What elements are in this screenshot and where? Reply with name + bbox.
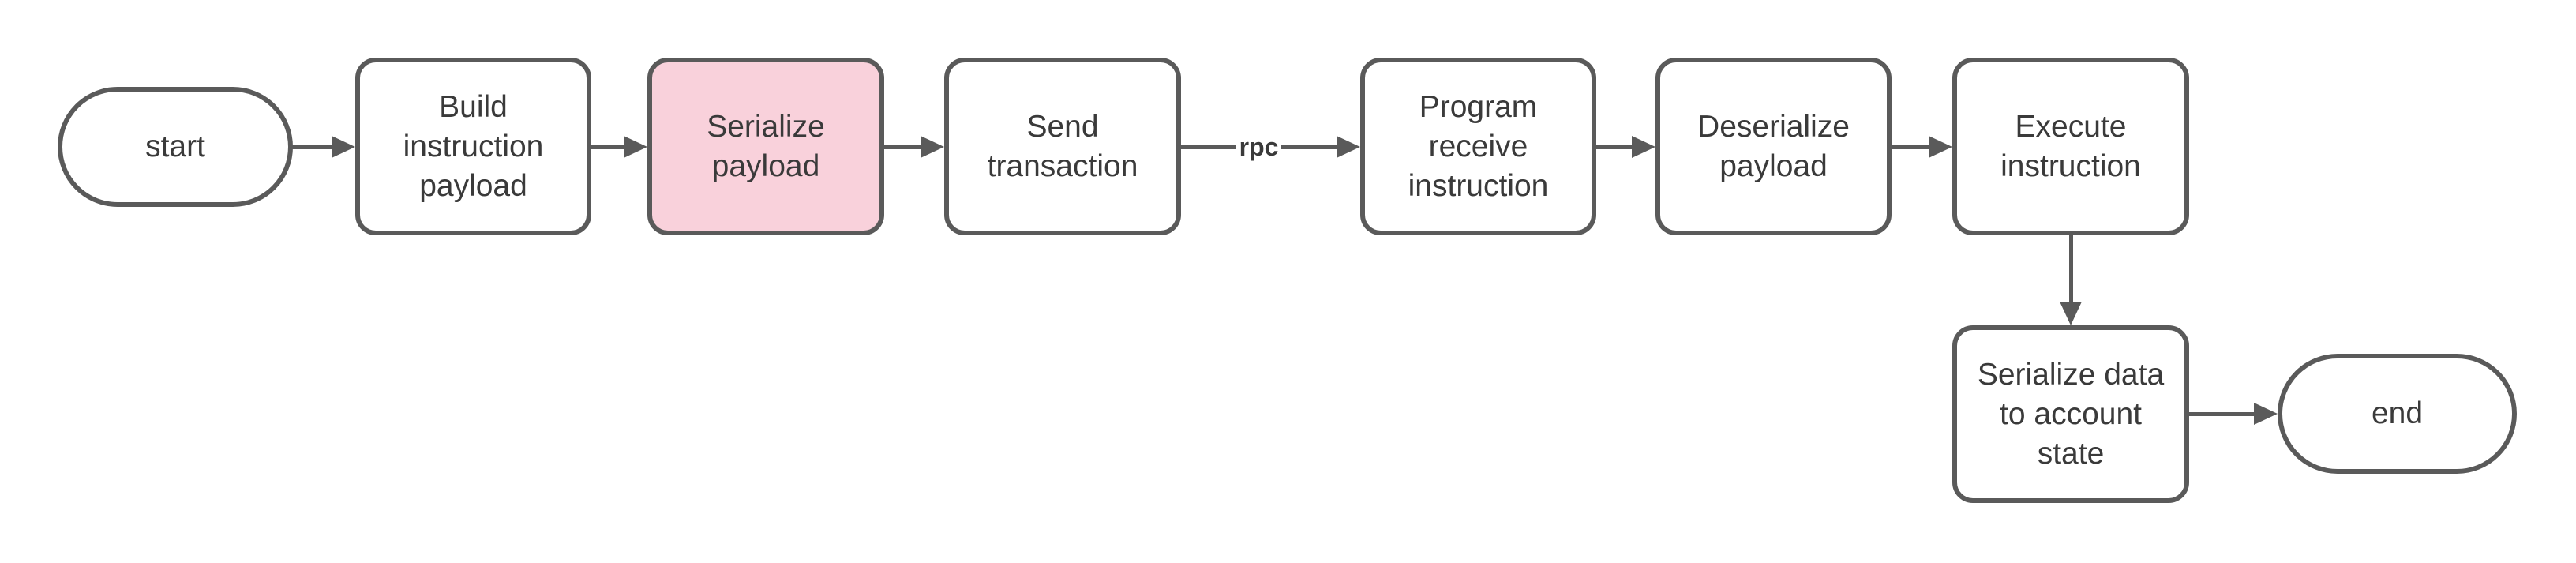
- flow-node-start: start: [58, 87, 293, 207]
- arrowhead-right-icon: [2254, 403, 2278, 425]
- flow-node-program-receive-instruction: Program receive instruction: [1360, 58, 1596, 235]
- flow-node-deserialize-payload: Deserialize payload: [1655, 58, 1892, 235]
- arrowhead-right-icon: [624, 136, 647, 158]
- arrow-line: [1892, 145, 1929, 149]
- arrow-line: [2189, 411, 2254, 416]
- node-label-serialize-payload: Serialize payload: [707, 109, 825, 183]
- node-label-execute-instruction: Execute instruction: [2000, 109, 2141, 183]
- node-label-serialize-data-to-account-state: Serialize data to account state: [1977, 357, 2165, 471]
- arrow-deserialize-to-execute: [1892, 135, 1952, 159]
- node-label-end: end: [2371, 396, 2424, 430]
- arrow-start-to-build: [291, 135, 355, 159]
- arrow-line: [1181, 145, 1236, 149]
- arrow-serialize-to-send: [884, 135, 944, 159]
- node-label-program-receive-instruction: Program receive instruction: [1408, 89, 1549, 203]
- node-label-start: start: [145, 129, 205, 163]
- node-label-deserialize-payload: Deserialize payload: [1697, 109, 1850, 183]
- node-label-send-transaction: Send transaction: [987, 109, 1138, 183]
- arrowhead-right-icon: [332, 136, 355, 158]
- node-label-build-instruction-payload: Build instruction payload: [403, 89, 544, 203]
- arrow-serialize-data-to-end: [2189, 402, 2278, 426]
- flow-node-serialize-data-to-account-state: Serialize data to account state: [1952, 325, 2189, 503]
- flow-node-execute-instruction: Execute instruction: [1952, 58, 2189, 235]
- flow-node-send-transaction: Send transaction: [944, 58, 1181, 235]
- arrow-line: [1281, 145, 1337, 149]
- flow-node-end: end: [2278, 354, 2517, 474]
- arrowhead-right-icon: [1337, 136, 1361, 158]
- arrowhead-down-icon: [2060, 302, 2082, 325]
- arrow-line: [1596, 145, 1632, 149]
- arrowhead-right-icon: [921, 136, 944, 158]
- arrow-program-to-deserialize: [1596, 135, 1655, 159]
- arrow-execute-to-serialize-data: [2059, 235, 2083, 325]
- arrow-build-to-serialize: [591, 135, 647, 159]
- arrowhead-right-icon: [1632, 136, 1655, 158]
- arrow-send-to-program: rpc: [1181, 133, 1361, 161]
- flow-node-serialize-payload: Serialize payload: [647, 58, 884, 235]
- arrowhead-right-icon: [1929, 136, 1952, 158]
- arrow-line: [884, 145, 921, 149]
- arrow-line: [2068, 235, 2073, 302]
- edge-label-rpc: rpc: [1239, 133, 1279, 161]
- flow-node-build-instruction-payload: Build instruction payload: [355, 58, 591, 235]
- arrow-line: [291, 145, 332, 149]
- arrow-line: [591, 145, 624, 149]
